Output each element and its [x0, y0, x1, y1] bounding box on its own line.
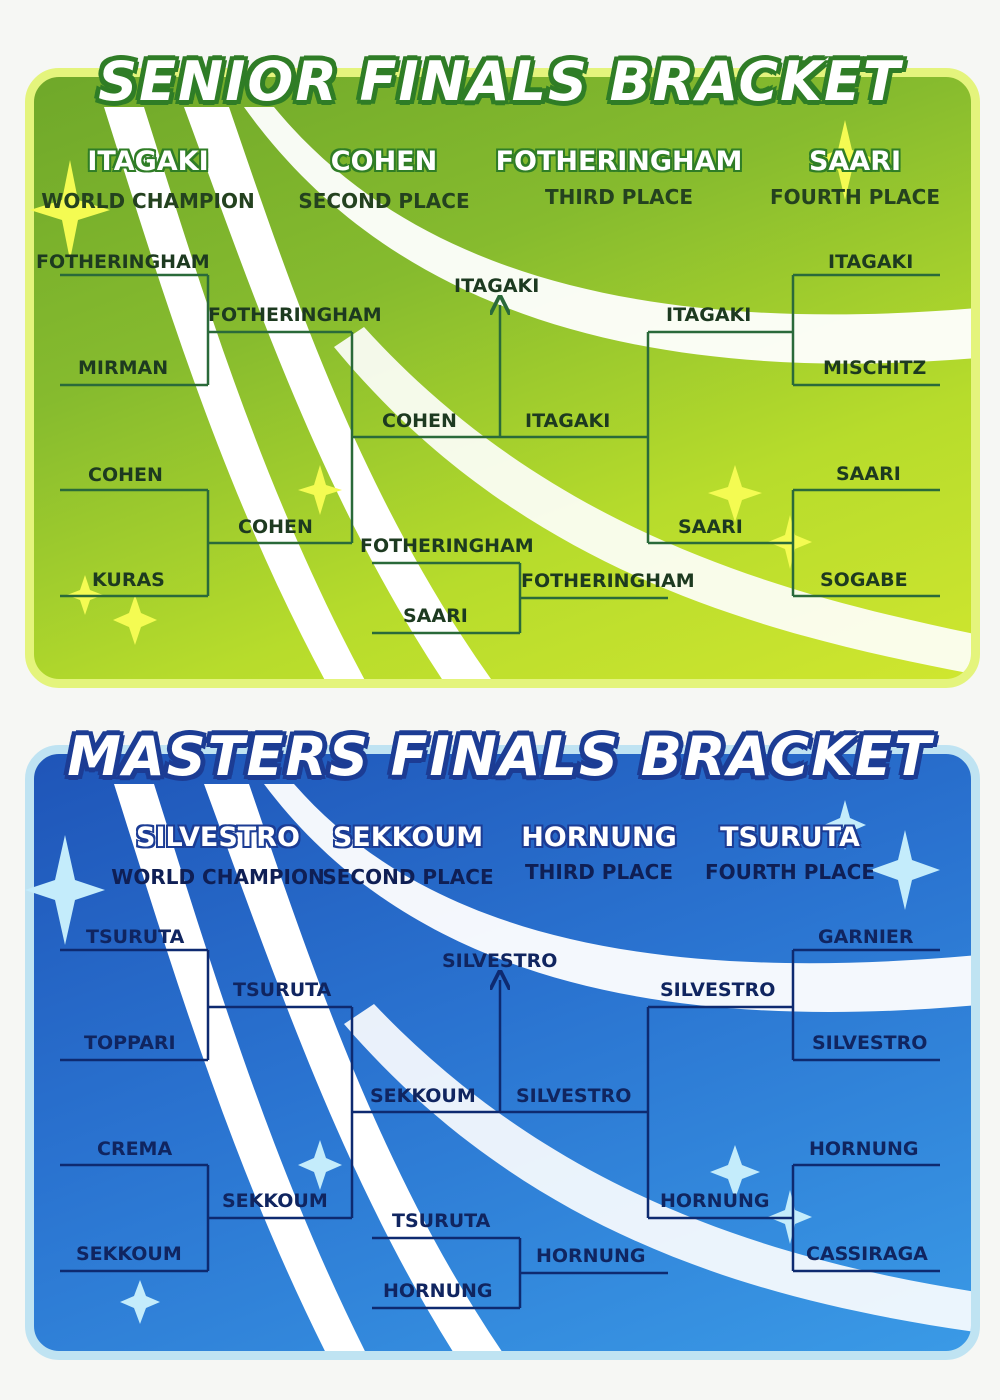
senior-background-swooshes — [104, 107, 971, 679]
masters-fourth-name: TSURUTA — [720, 822, 860, 853]
masters-left-r1-2: TOPPARI — [84, 1032, 176, 1054]
senior-champion-name: ITAGAKI — [87, 146, 209, 177]
masters-fourth-label: FOURTH PLACE — [705, 860, 875, 884]
masters-left-r2-2: SEKKOUM — [222, 1190, 328, 1212]
senior-left-r1-2: MIRMAN — [78, 357, 169, 379]
senior-left-r1-3: COHEN — [88, 464, 163, 486]
masters-background-swooshes — [114, 784, 971, 1351]
senior-final-left: COHEN — [382, 410, 457, 432]
senior-champion: ITAGAKI — [454, 275, 540, 297]
senior-third-label: THIRD PLACE — [544, 185, 694, 209]
masters-third-match-1: TSURUTA — [392, 1210, 491, 1232]
masters-final-right: SILVESTRO — [516, 1085, 632, 1107]
masters-third-label: THIRD PLACE — [524, 860, 674, 884]
senior-third-name: FOTHERINGHAM — [495, 146, 743, 177]
senior-right-r2-2: SAARI — [678, 516, 743, 538]
masters-third-winner: HORNUNG — [536, 1245, 646, 1267]
senior-fourth-label: FOURTH PLACE — [770, 185, 940, 209]
senior-right-r1-3: SAARI — [836, 463, 901, 485]
senior-second-label: SECOND PLACE — [298, 189, 470, 213]
senior-left-r1-4: KURAS — [92, 569, 165, 591]
masters-right-r1-3: HORNUNG — [809, 1138, 919, 1160]
senior-third-winner: FOTHERINGHAM — [521, 570, 695, 592]
senior-right-r1-1: ITAGAKI — [828, 251, 914, 273]
masters-left-r1-3: CREMA — [97, 1138, 173, 1160]
senior-third-match-1: FOTHERINGHAM — [360, 535, 534, 557]
senior-fourth-name: SAARI — [808, 146, 902, 177]
masters-right-r1-4: CASSIRAGA — [806, 1243, 928, 1265]
masters-right-r1-1: GARNIER — [818, 926, 914, 948]
masters-second-name: SEKKOUM — [332, 822, 484, 853]
senior-right-r1-2: MISCHITZ — [823, 357, 927, 379]
masters-final-left: SEKKOUM — [370, 1085, 476, 1107]
senior-left-r2-2: COHEN — [238, 516, 313, 538]
senior-third-match-2: SAARI — [403, 605, 468, 627]
senior-title: SENIOR FINALS BRACKET — [98, 50, 902, 113]
senior-second-name: COHEN — [330, 146, 438, 177]
senior-left-r1-1: FOTHERINGHAM — [36, 251, 210, 273]
senior-left-r2-1: FOTHERINGHAM — [208, 304, 382, 326]
masters-left-r1-4: SEKKOUM — [76, 1243, 182, 1265]
masters-bracket-panel — [25, 745, 980, 1360]
senior-champion-label: WORLD CHAMPION — [41, 189, 255, 213]
senior-right-r1-4: SOGABE — [820, 569, 908, 591]
masters-third-match-2: HORNUNG — [383, 1280, 493, 1302]
senior-final-right: ITAGAKI — [525, 410, 611, 432]
masters-left-r2-1: TSURUTA — [233, 979, 332, 1001]
masters-third-name: HORNUNG — [521, 822, 677, 853]
masters-title: MASTERS FINALS BRACKET — [67, 725, 933, 788]
masters-right-r2-2: HORNUNG — [660, 1190, 770, 1212]
masters-champion-label: WORLD CHAMPION — [111, 865, 325, 889]
masters-champion-name: SILVESTRO — [136, 822, 300, 853]
masters-champion: SILVESTRO — [442, 950, 558, 972]
masters-left-r1-1: TSURUTA — [86, 926, 185, 948]
masters-second-label: SECOND PLACE — [322, 865, 494, 889]
masters-right-r2-1: SILVESTRO — [660, 979, 776, 1001]
masters-right-r1-2: SILVESTRO — [812, 1032, 928, 1054]
senior-bracket-panel — [25, 68, 980, 688]
senior-right-r2-1: ITAGAKI — [666, 304, 752, 326]
